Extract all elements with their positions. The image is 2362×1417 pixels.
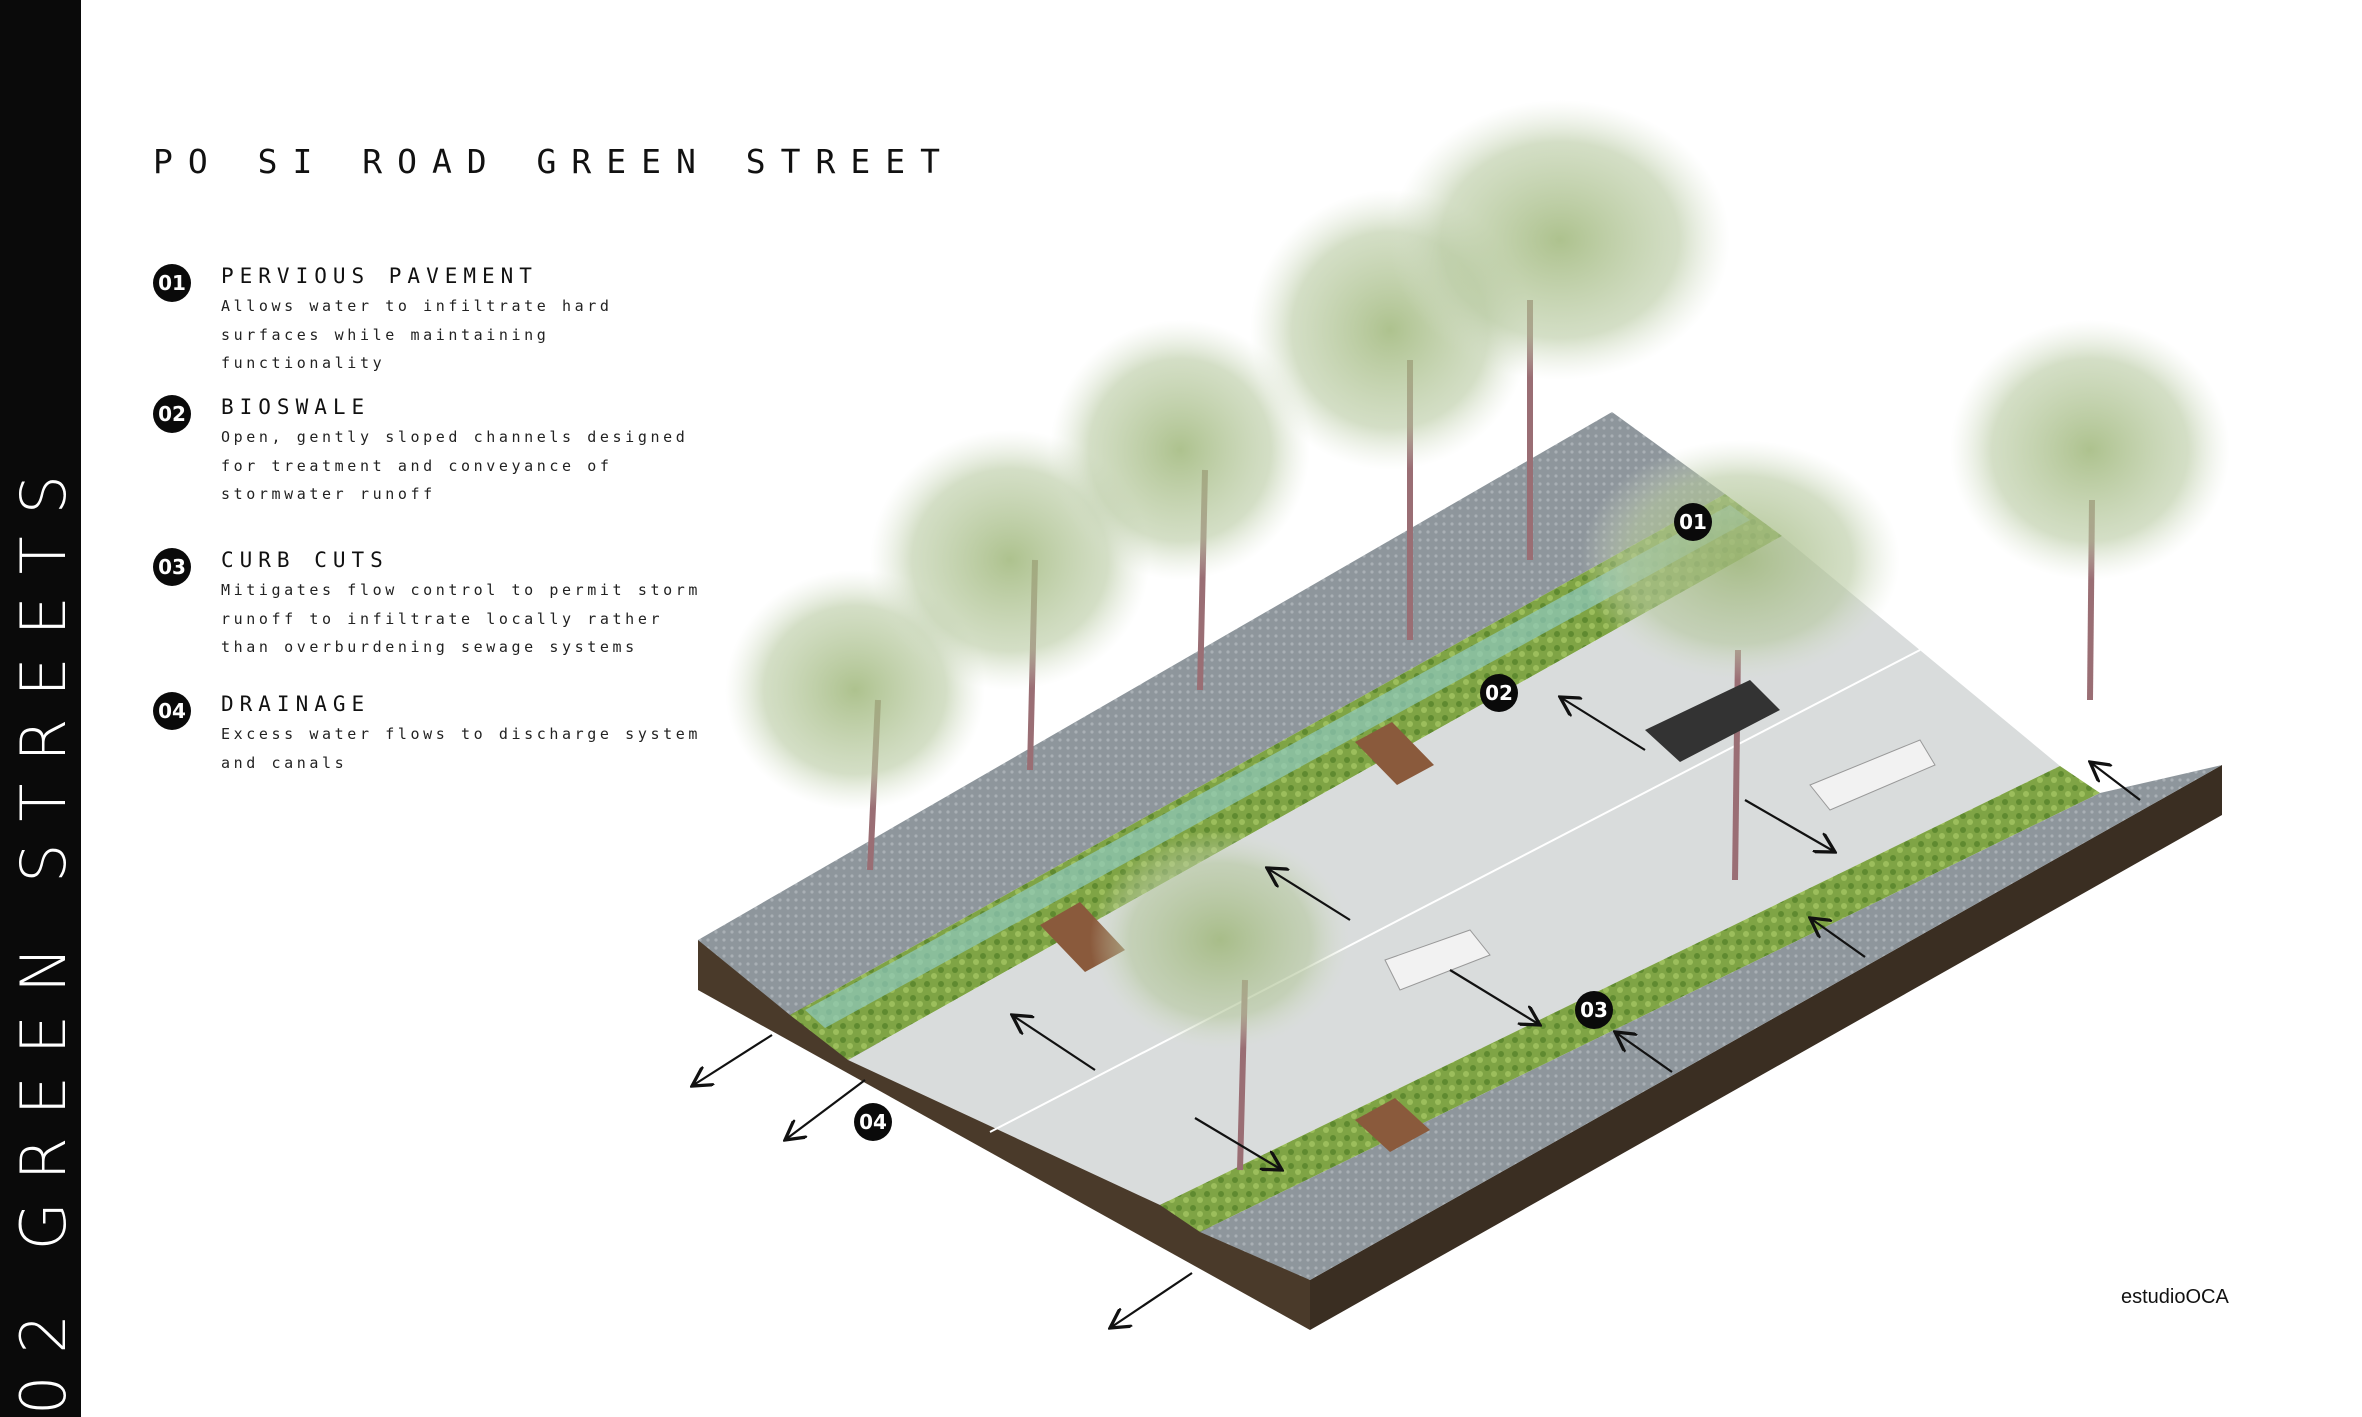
legend-item-title: BIOSWALE xyxy=(221,395,371,419)
far-bioswale xyxy=(790,494,1782,1060)
marker-01-label: 01 xyxy=(1679,510,1707,534)
marker-03-label: 03 xyxy=(1580,998,1608,1022)
legend-item-description: Allows water to infiltrate hard surfaces… xyxy=(221,297,613,372)
legend-item-title: PERVIOUS PAVEMENT xyxy=(221,264,538,288)
far-sidewalk xyxy=(698,412,1725,1015)
tree-canopy xyxy=(725,100,2230,1171)
legend-number-badge: 02 xyxy=(153,395,191,433)
legend-number-badge: 03 xyxy=(153,548,191,586)
legend-item-title: DRAINAGE xyxy=(221,692,371,716)
marker-02-label: 02 xyxy=(1485,681,1513,705)
legend-number-badge: 04 xyxy=(153,692,191,730)
near-sidewalk xyxy=(1200,765,2222,1280)
marker-03: 03 xyxy=(1575,991,1613,1029)
legend-item-description: Open, gently sloped channels designed fo… xyxy=(221,428,689,503)
page-title: PO SI ROAD GREEN STREET xyxy=(153,142,955,181)
flow-arrows xyxy=(692,697,2141,1328)
legend-item-description: Mitigates flow control to permit storm r… xyxy=(221,581,701,656)
legend-item-description: Excess water flows to discharge system a… xyxy=(221,725,701,772)
legend-item-title: CURB CUTS xyxy=(221,548,389,572)
marker-04: 04 xyxy=(854,1103,892,1141)
marker-01: 01 xyxy=(1674,503,1712,541)
sidebar: 02 GREEN STREETS xyxy=(0,0,81,1417)
vehicles xyxy=(1384,680,1936,991)
marker-02: 02 xyxy=(1480,674,1518,712)
marker-04-label: 04 xyxy=(859,1110,887,1134)
legend-number-badge: 01 xyxy=(153,264,191,302)
credit: estudioOCA xyxy=(2121,1286,2229,1308)
